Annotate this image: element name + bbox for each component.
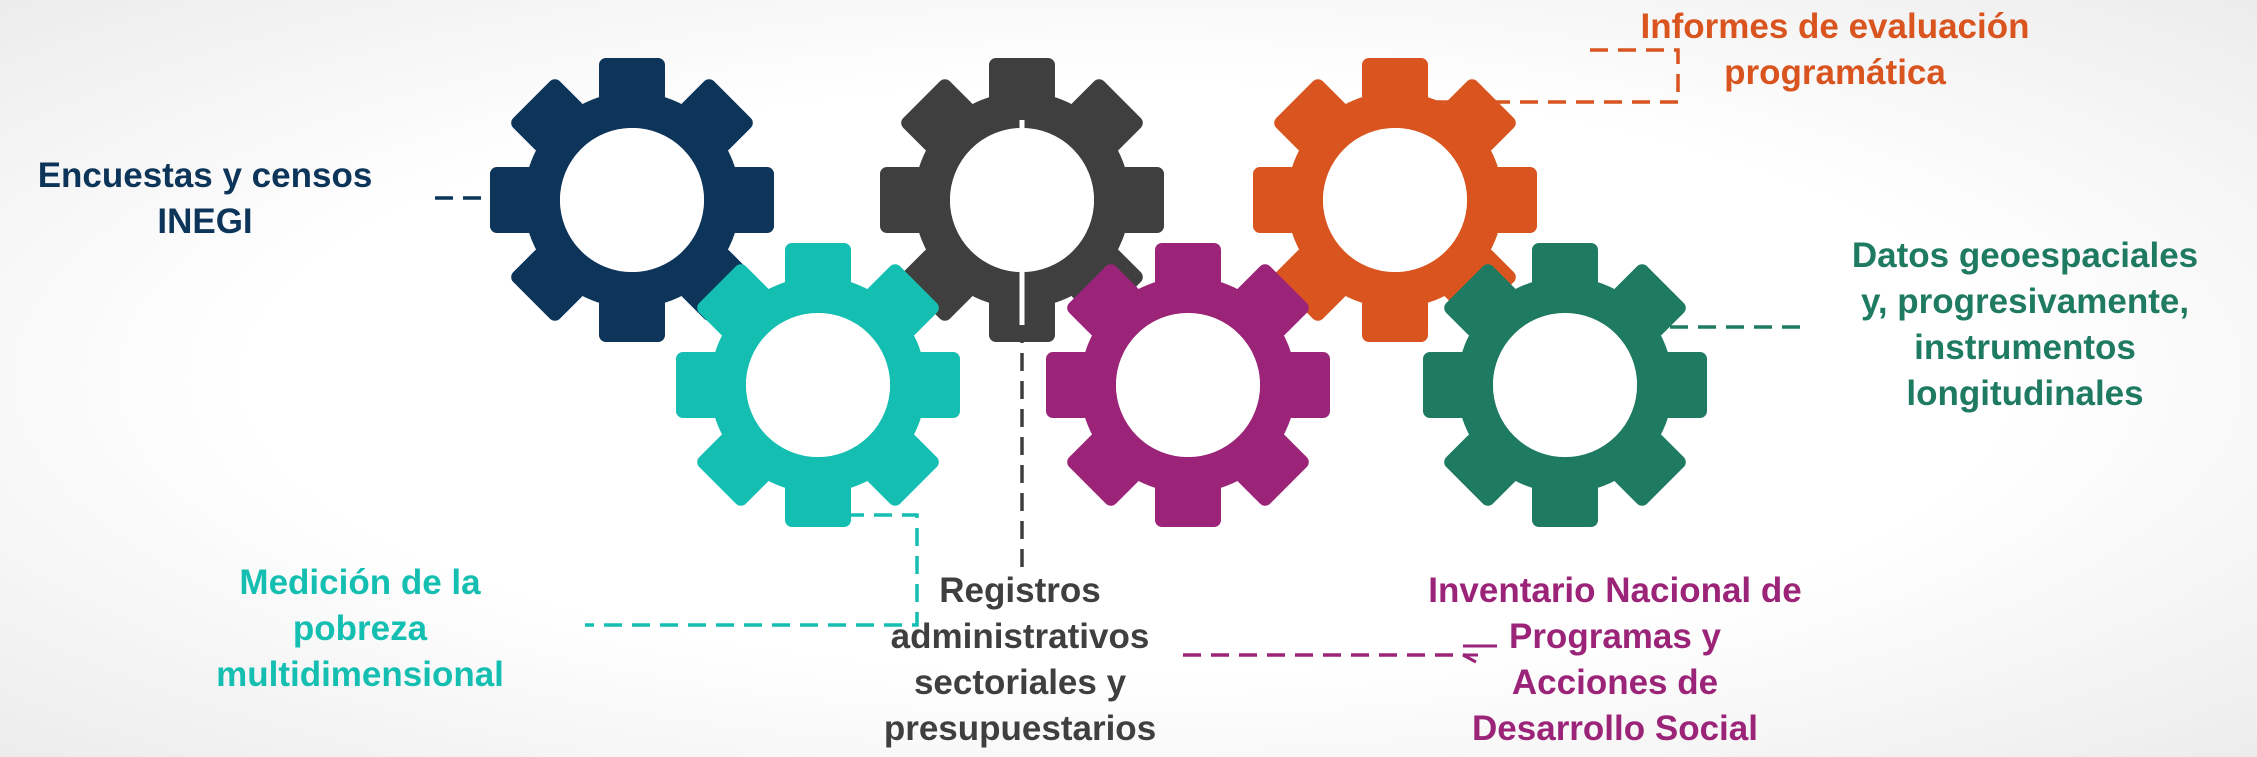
gear-magenta-icon	[1046, 243, 1330, 527]
label-inventario-nacional: Inventario Nacional de Programas y Accio…	[1428, 571, 1802, 748]
label-informes-evaluacion: Informes de evaluación programática	[1640, 7, 2030, 92]
label-registros-administrativos: Registros administrativos sectoriales y …	[883, 571, 1157, 748]
label-encuestas-censos: Encuestas y censos INEGI	[37, 156, 373, 241]
connector-informes	[1430, 48, 1680, 104]
connector-medicion	[585, 513, 919, 627]
gear-green-icon	[1423, 243, 1707, 527]
arrow-icon	[1462, 644, 1497, 664]
label-datos-geoespaciales: Datos geoespaciales y, progresivamente, …	[1851, 236, 2199, 413]
gear-teal-icon	[676, 243, 960, 527]
label-medicion-pobreza: Medición de la pobreza multidimensional	[216, 563, 504, 694]
gear-orange-icon	[1253, 58, 1537, 342]
gears-group	[490, 58, 1707, 527]
gear-navy-icon	[490, 58, 774, 342]
